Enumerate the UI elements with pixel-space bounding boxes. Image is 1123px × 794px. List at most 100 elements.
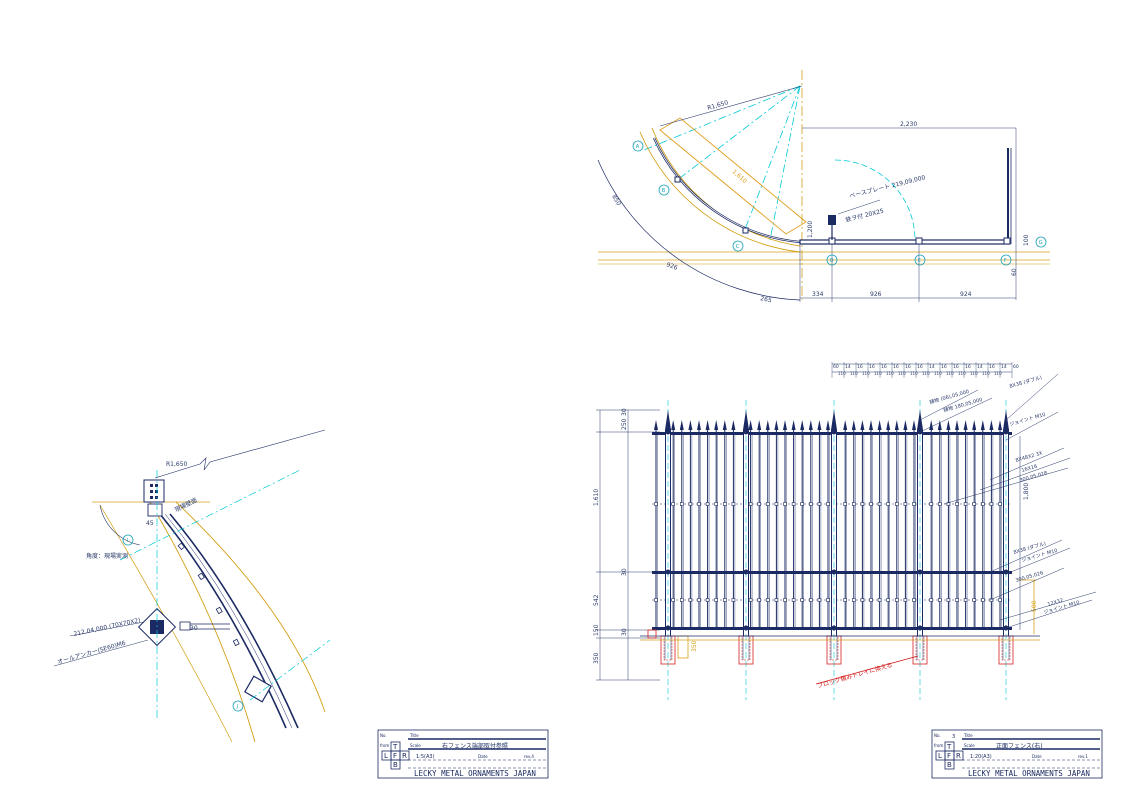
- tb-no-label: No.: [380, 733, 387, 738]
- dim-v-350: 350: [593, 652, 600, 664]
- label-leader: [919, 389, 979, 421]
- picket-clip: [894, 598, 899, 602]
- dim-left: 850: [610, 194, 622, 208]
- dim-arc-width: 1,610: [731, 168, 749, 185]
- callout-J: J: [232, 700, 244, 712]
- post: [743, 429, 749, 637]
- finial: [894, 420, 899, 430]
- base-plate: [828, 215, 836, 225]
- top-dim-value2: 110: [874, 371, 882, 376]
- bolt: [150, 484, 153, 487]
- finial: [654, 420, 658, 430]
- label-leader: [919, 397, 993, 433]
- picket-clip: [886, 598, 891, 602]
- dim-30: 30: [190, 625, 198, 632]
- top-dim-value: 16: [953, 364, 959, 370]
- dim-seg-2: 926: [870, 291, 882, 298]
- finial: [714, 420, 719, 430]
- picket-clip: [955, 502, 959, 506]
- radius-line: [769, 85, 801, 241]
- wall-curve: [149, 501, 256, 743]
- picket-clip: [765, 502, 770, 506]
- note-angle: 角度：現場実測: [86, 552, 128, 560]
- bolt: [155, 490, 158, 493]
- post-joint: [917, 625, 923, 631]
- label-leader: [1005, 599, 1093, 629]
- tb-sheet: rev.4: [524, 754, 534, 759]
- post-finial: [743, 410, 749, 430]
- picket-clip: [791, 598, 796, 602]
- picket-clip: [757, 598, 762, 602]
- picket-clip: [731, 598, 736, 602]
- tb-sheet: rev.1: [1078, 754, 1088, 759]
- callout-F: F: [1000, 254, 1012, 266]
- dim-end: 100: [1023, 234, 1030, 246]
- post: [742, 227, 749, 234]
- bolt: [155, 484, 158, 487]
- picket-clip: [714, 598, 719, 602]
- callout-E: E: [914, 254, 926, 266]
- rail-block: [177, 542, 186, 551]
- picket-clip: [869, 598, 873, 602]
- post-joint: [743, 569, 749, 575]
- picket-clip: [826, 502, 830, 506]
- note-leader: [837, 199, 881, 215]
- picket-clip: [972, 502, 977, 506]
- title-block-right: No. 3 Title Scale from 正面フェンス(右) 1:20(A3…: [931, 729, 1103, 779]
- elevation-label: 8X48X2 3X: [1015, 450, 1044, 464]
- post-cap: [1003, 429, 1009, 435]
- tb-from-label: from: [380, 743, 389, 748]
- picket-clip: [808, 502, 813, 506]
- post: [917, 429, 923, 637]
- picket-clip: [937, 502, 942, 506]
- picket-clip: [757, 502, 762, 506]
- swing-arc: [834, 159, 916, 241]
- finial: [843, 420, 848, 430]
- post-joint: [665, 569, 671, 575]
- finial: [783, 420, 787, 430]
- label-post: 212,04,000 (70X70X2): [73, 617, 141, 638]
- callout-D: D: [826, 254, 838, 266]
- finial: [671, 420, 676, 430]
- finial: [791, 420, 796, 430]
- dim-chord: 1,200: [807, 221, 814, 238]
- finial: [851, 420, 856, 430]
- post-joint: [665, 625, 671, 631]
- finial: [774, 420, 779, 430]
- finial: [757, 420, 762, 430]
- picket-clip: [963, 502, 968, 506]
- picket-clip: [654, 598, 658, 602]
- top-dim-value2: 110: [862, 371, 870, 376]
- elevation-label: 8X38 (ダブル): [1009, 374, 1043, 390]
- post: [665, 429, 671, 637]
- post-finial: [831, 410, 837, 430]
- finial: [869, 420, 873, 430]
- finial: [705, 420, 710, 430]
- top-dim-value2: 110: [946, 371, 954, 376]
- picket-clip: [998, 502, 1002, 506]
- picket-clip: [851, 598, 856, 602]
- title-block-left: No. Title Scale from 右フェンス端部取付参照 1:5(A3)…: [377, 729, 549, 779]
- finial: [998, 420, 1002, 430]
- picket-clip: [955, 598, 959, 602]
- picket-clip: [826, 598, 830, 602]
- picket-clip: [765, 598, 770, 602]
- end-block: [647, 629, 657, 639]
- label-leader: [69, 621, 145, 637]
- finial: [697, 420, 701, 430]
- top-dim-value2: 110: [934, 371, 942, 376]
- tb-scale: 1:20(A3): [970, 754, 992, 760]
- dim-v-542: 542: [593, 594, 600, 606]
- label-leader: [989, 539, 1063, 573]
- bolt: [150, 490, 153, 493]
- svg-text:J: J: [236, 704, 238, 710]
- picket-clip: [654, 502, 658, 506]
- svg-text:G: G: [1039, 240, 1043, 246]
- tb-scale-label: Scale: [410, 743, 421, 748]
- dim-foot: 500: [1031, 600, 1038, 612]
- picket-clip: [671, 598, 676, 602]
- rail-block: [197, 572, 205, 581]
